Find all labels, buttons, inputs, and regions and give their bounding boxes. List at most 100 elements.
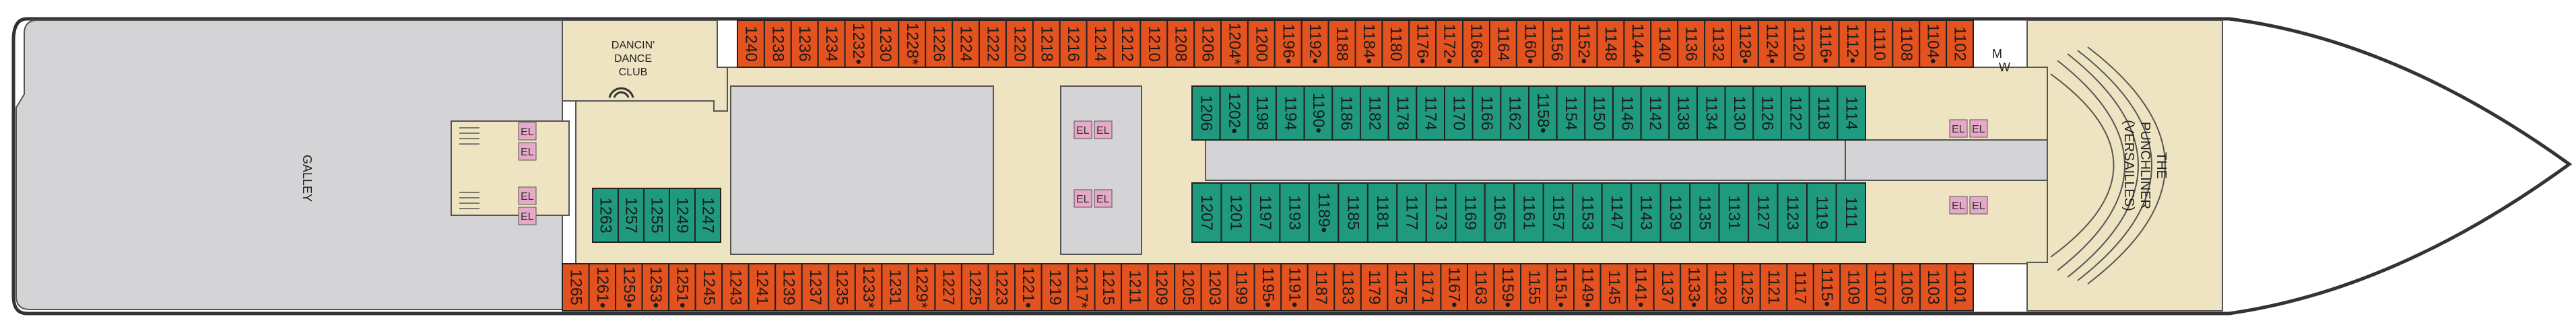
cabin[interactable] — [694, 188, 721, 243]
cabin[interactable] — [1806, 182, 1837, 243]
cabin[interactable] — [1067, 263, 1096, 311]
cabin[interactable] — [1528, 85, 1558, 141]
cabin[interactable] — [1253, 263, 1282, 311]
cabin[interactable] — [1596, 20, 1625, 68]
cabin[interactable] — [1276, 85, 1305, 141]
cabin[interactable] — [763, 20, 792, 68]
cabin[interactable] — [1919, 20, 1948, 68]
cabin[interactable] — [1839, 263, 1868, 311]
cabin[interactable] — [1704, 20, 1732, 68]
cabin[interactable] — [1542, 182, 1574, 243]
cabin[interactable] — [1247, 85, 1278, 141]
cabin[interactable] — [1249, 182, 1281, 243]
cabin[interactable] — [790, 20, 819, 68]
cabin[interactable] — [721, 263, 750, 311]
cabin[interactable] — [1327, 20, 1356, 68]
cabin[interactable] — [828, 263, 856, 311]
cabin[interactable] — [1354, 20, 1383, 68]
cabin[interactable] — [1837, 85, 1866, 141]
cabin[interactable] — [1573, 263, 1601, 311]
cabin[interactable] — [1086, 20, 1115, 68]
cabin[interactable] — [1413, 263, 1442, 311]
cabin[interactable] — [1659, 182, 1691, 243]
cabin[interactable] — [1166, 20, 1195, 68]
cabin[interactable] — [1668, 85, 1698, 141]
cabin[interactable] — [1140, 20, 1168, 68]
cabin[interactable] — [615, 263, 643, 311]
cabin[interactable] — [1444, 85, 1474, 141]
cabin[interactable] — [643, 188, 670, 243]
cabin[interactable] — [1360, 85, 1389, 141]
cabin[interactable] — [1784, 20, 1813, 68]
cabin[interactable] — [1757, 20, 1786, 68]
cabin[interactable] — [1650, 20, 1679, 68]
cabin[interactable] — [907, 263, 936, 311]
cabin[interactable] — [1724, 85, 1754, 141]
cabin[interactable] — [748, 263, 777, 311]
cabin[interactable] — [1280, 263, 1309, 311]
cabin[interactable] — [1381, 20, 1410, 68]
cabin[interactable] — [588, 263, 617, 311]
cabin[interactable] — [1331, 85, 1362, 141]
cabin[interactable] — [669, 188, 696, 243]
cabin[interactable] — [737, 20, 765, 68]
cabin[interactable] — [1333, 263, 1362, 311]
cabin[interactable] — [1556, 85, 1586, 141]
cabin[interactable] — [1640, 85, 1670, 141]
cabin[interactable] — [801, 263, 830, 311]
cabin[interactable] — [854, 263, 883, 311]
cabin[interactable] — [1515, 20, 1544, 68]
cabin[interactable] — [1425, 182, 1457, 243]
cabin[interactable] — [1455, 182, 1486, 243]
cabin[interactable] — [1812, 263, 1841, 311]
cabin[interactable] — [925, 20, 954, 68]
cabin[interactable] — [817, 20, 846, 68]
cabin[interactable] — [1337, 182, 1368, 243]
cabin[interactable] — [1279, 182, 1310, 243]
cabin[interactable] — [1387, 85, 1418, 141]
cabin[interactable] — [1865, 263, 1894, 311]
cabin[interactable] — [979, 20, 1007, 68]
cabin[interactable] — [1786, 263, 1814, 311]
cabin[interactable] — [1274, 20, 1302, 68]
cabin[interactable] — [1200, 263, 1229, 311]
cabin[interactable] — [934, 263, 962, 311]
cabin[interactable] — [1835, 182, 1866, 243]
cabin[interactable] — [1623, 20, 1652, 68]
cabin[interactable] — [1752, 85, 1782, 141]
cabin[interactable] — [1032, 20, 1061, 68]
cabin[interactable] — [1892, 20, 1921, 68]
cabin[interactable] — [1759, 263, 1788, 311]
cabin[interactable] — [1416, 85, 1445, 141]
cabin[interactable] — [1946, 20, 1974, 68]
cabin[interactable] — [1733, 263, 1761, 311]
cabin[interactable] — [1626, 263, 1655, 311]
cabin[interactable] — [1696, 85, 1726, 141]
cabin[interactable] — [1220, 182, 1251, 243]
cabin[interactable] — [1612, 85, 1642, 141]
cabin[interactable] — [881, 263, 909, 311]
cabin[interactable] — [1500, 85, 1529, 141]
cabin[interactable] — [1946, 263, 1974, 311]
cabin[interactable] — [1546, 263, 1575, 311]
cabin[interactable] — [1748, 182, 1779, 243]
cabin[interactable] — [1300, 20, 1329, 68]
cabin[interactable] — [1005, 20, 1034, 68]
cabin[interactable] — [1599, 263, 1628, 311]
cabin[interactable] — [1193, 20, 1222, 68]
cabin[interactable] — [641, 263, 670, 311]
cabin[interactable] — [952, 20, 981, 68]
cabin[interactable] — [592, 188, 619, 243]
cabin[interactable] — [1892, 263, 1921, 311]
cabin[interactable] — [1366, 182, 1398, 243]
cabin[interactable] — [1653, 263, 1682, 311]
cabin[interactable] — [694, 263, 723, 311]
cabin[interactable] — [1121, 263, 1149, 311]
cabin[interactable] — [1094, 263, 1123, 311]
cabin[interactable] — [1808, 85, 1839, 141]
cabin[interactable] — [1408, 20, 1437, 68]
cabin[interactable] — [1542, 20, 1571, 68]
cabin[interactable] — [1569, 20, 1598, 68]
cabin[interactable] — [1601, 182, 1632, 243]
cabin[interactable] — [1219, 85, 1249, 141]
